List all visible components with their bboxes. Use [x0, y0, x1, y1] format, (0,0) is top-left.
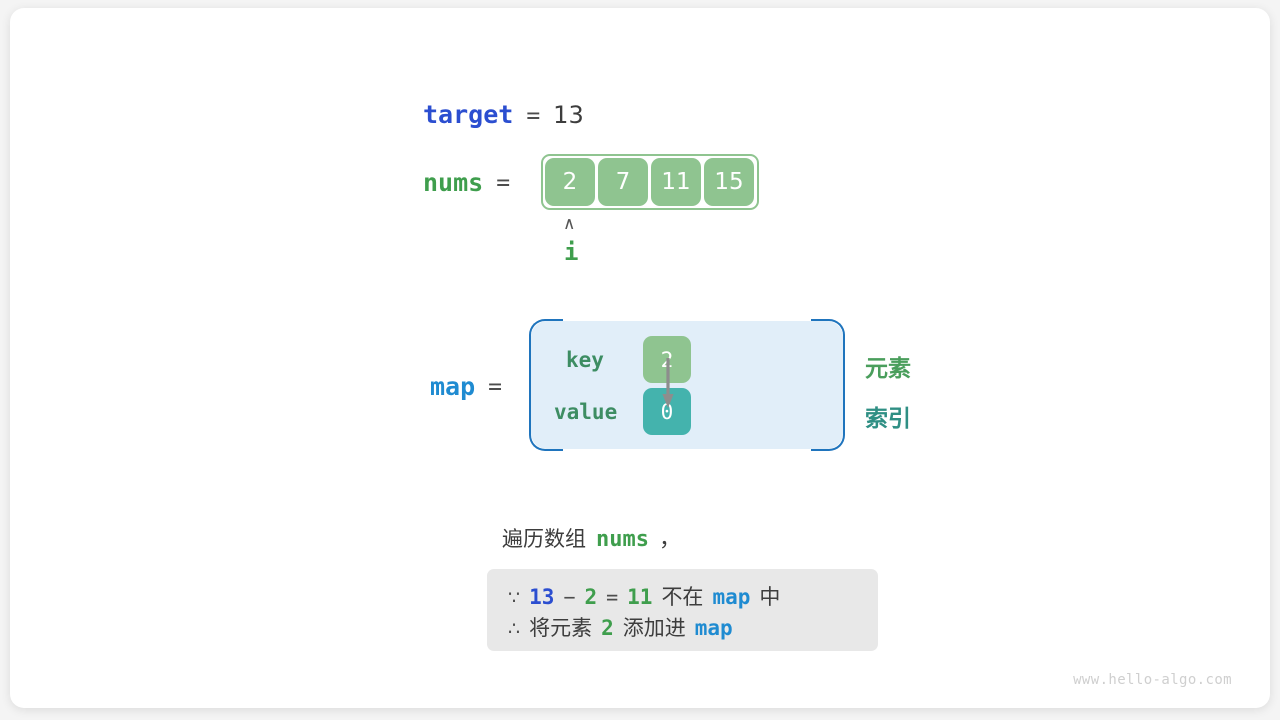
- array-cell: 7: [598, 158, 648, 206]
- note2-text-mid: 添加进: [622, 616, 686, 640]
- nums-variable-row: nums =: [423, 168, 510, 197]
- explanation-note-box: ∵ 13 − 2 = 11 不在 map 中 ∴ 将元素 2 添加进 map: [487, 569, 878, 651]
- note-text-in: 中: [759, 585, 781, 609]
- index-pointer-label: i: [564, 238, 579, 266]
- caption-text-prefix: 遍历数组: [502, 527, 586, 551]
- map-value-cell: 0: [643, 388, 691, 435]
- map-key-row-label: key: [566, 348, 604, 372]
- nums-equals-sign: =: [496, 169, 511, 196]
- target-value: 13: [553, 101, 584, 129]
- note2-code-map: map: [694, 616, 733, 640]
- caption-code-nums: nums: [596, 527, 649, 552]
- target-variable-row: target = 13: [423, 100, 584, 129]
- note-complement-value: 11: [627, 585, 653, 609]
- array-cell: 2: [545, 158, 595, 206]
- map-equals-sign: =: [488, 373, 503, 400]
- note-code-map: map: [712, 585, 751, 609]
- target-equals-sign: =: [526, 103, 541, 129]
- note-line-1: ∵ 13 − 2 = 11 不在 map 中: [508, 581, 878, 612]
- target-variable-name: target: [423, 100, 514, 129]
- caption-comma: ，: [658, 527, 681, 552]
- caption-row: 遍历数组 nums ，: [502, 521, 681, 553]
- note-minus-operator: −: [563, 585, 576, 609]
- index-pointer-caret-icon: ∧: [563, 214, 576, 234]
- diagram-card: target = 13 nums = 2 7 11 15 ∧ i map = k…: [10, 8, 1270, 708]
- array-cell: 11: [651, 158, 701, 206]
- note-current-element: 2: [584, 585, 598, 609]
- map-variable-row: map =: [430, 372, 502, 401]
- map-variable-name: map: [430, 372, 476, 401]
- array-cell: 15: [704, 158, 754, 206]
- note-target-value: 13: [529, 585, 555, 609]
- map-key-cell: 2: [643, 336, 691, 383]
- legend-element-label: 元素: [865, 356, 911, 382]
- array-outer-frame: [541, 154, 759, 210]
- map-value-row-label: value: [554, 400, 618, 424]
- legend-index-label: 索引: [865, 406, 911, 432]
- note-text-not-in: 不在: [661, 585, 704, 609]
- array-cell-list: 2 7 11 15: [545, 158, 754, 206]
- because-symbol: ∵: [508, 587, 521, 609]
- therefore-symbol: ∴: [508, 618, 521, 640]
- note2-text-start: 将元素: [529, 616, 593, 640]
- note2-element-value: 2: [601, 616, 614, 640]
- site-watermark: www.hello-algo.com: [1073, 672, 1232, 688]
- note-equals-operator: =: [606, 585, 619, 609]
- note-line-2: ∴ 将元素 2 添加进 map: [508, 612, 878, 643]
- nums-variable-name: nums: [423, 168, 484, 197]
